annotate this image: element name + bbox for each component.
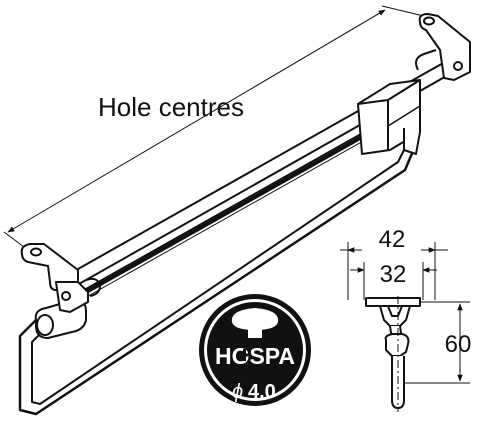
dim-60-label: 60: [445, 331, 472, 358]
screw-icon: [231, 308, 279, 338]
hospa-badge: HOSPA ϕ 4.0: [199, 294, 311, 406]
badge-brand: HOSPA: [215, 343, 295, 369]
cross-recess-icon: [238, 349, 251, 361]
screw-diameter: 4.0: [248, 381, 276, 403]
diameter-symbol: ϕ: [232, 381, 243, 403]
slide-carriage: [357, 79, 421, 155]
left-mounting-bracket: [20, 243, 101, 313]
dim-32-label: 32: [380, 261, 407, 288]
rail-assembly: [18, 61, 451, 416]
section-profile: [365, 296, 421, 412]
right-mounting-bracket: [415, 13, 471, 81]
section-detail: [340, 242, 470, 384]
dim-42-label: 42: [379, 226, 406, 253]
hole-centres-label: Hole centres: [98, 92, 244, 122]
